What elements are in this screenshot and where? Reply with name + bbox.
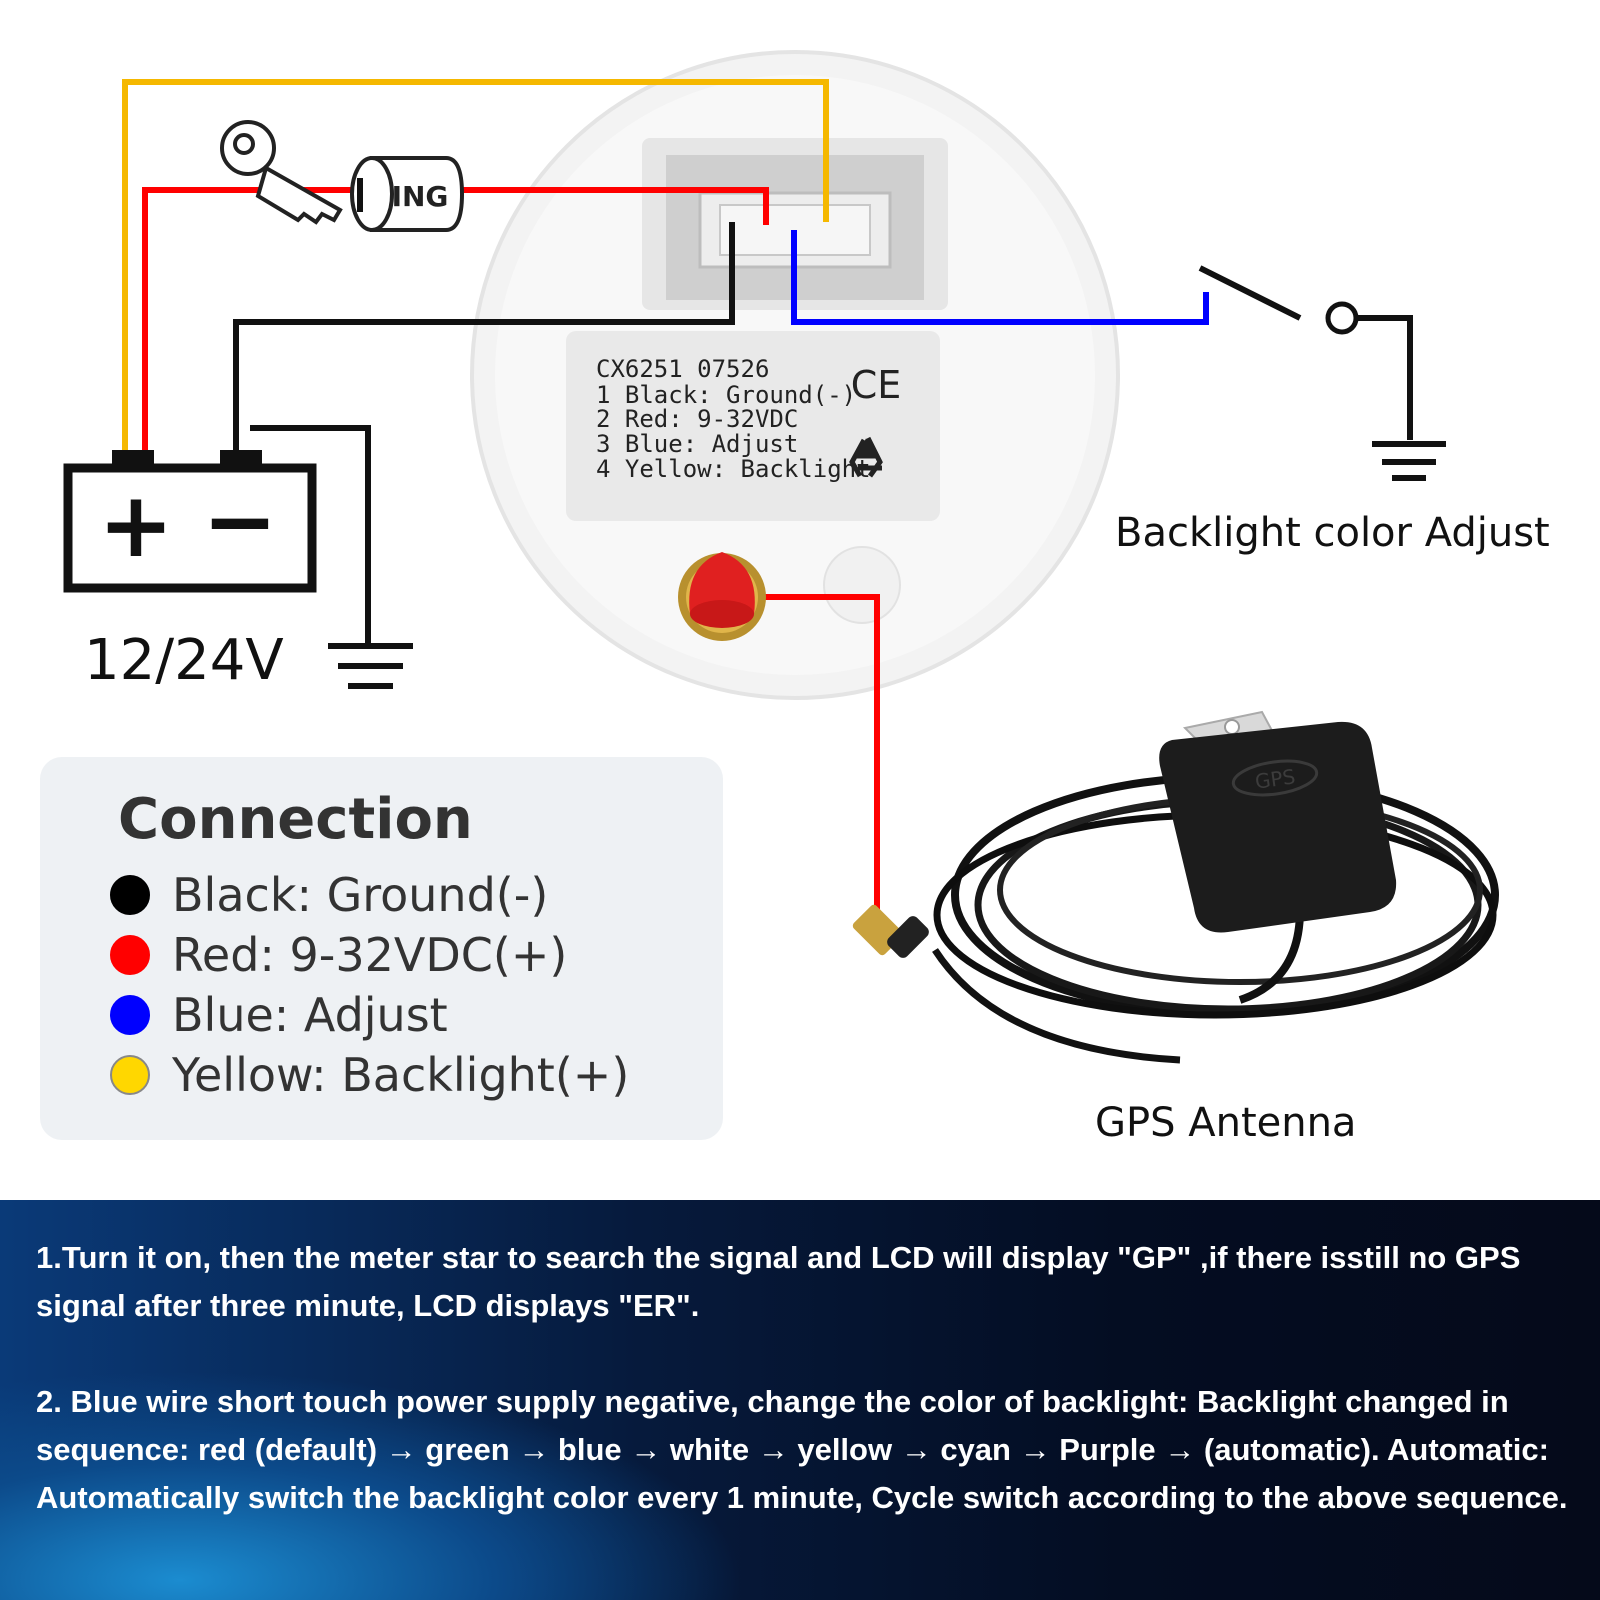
color-dot: [110, 935, 150, 975]
instruction-note: 1.Turn it on, then the meter star to sea…: [36, 1240, 1521, 1323]
antenna-port-icon: [678, 552, 766, 641]
device-label-line: 2 Red: 9-32VDC: [596, 405, 798, 433]
connection-item-text: Red: 9-32VDC(+): [172, 928, 568, 982]
gps-red-wire: [760, 594, 880, 915]
switch-ground-wire: [1346, 315, 1413, 440]
connection-item-text: Black: Ground(-): [172, 868, 549, 922]
connection-item-text: Yellow: Backlight(+): [172, 1048, 630, 1102]
gps-antenna-label: GPS Antenna: [1095, 1100, 1357, 1146]
connection-panel: Connection Black: Ground(-) Red: 9-32VDC…: [40, 757, 723, 1140]
battery-voltage-label: 12/24V: [84, 628, 284, 693]
device-label-line: 4 Yellow: Backlight: [596, 455, 871, 483]
connection-item: Black: Ground(-): [110, 867, 548, 923]
ground-wire: [250, 425, 371, 645]
ignition-switch-icon: ING: [350, 156, 465, 232]
yellow-wire: [122, 79, 829, 452]
color-dot: [110, 995, 150, 1035]
ground-symbol-switch: [1372, 441, 1446, 481]
gps-antenna-icon: GPS: [932, 710, 1499, 1064]
connection-item: Yellow: Backlight(+): [110, 1047, 629, 1103]
ignition-label: ING: [392, 180, 449, 213]
key-icon: [220, 120, 343, 225]
color-dot: [110, 1055, 150, 1095]
battery-icon: + −: [63, 450, 317, 593]
wiring-diagram: + − ING CX6251 07526 1 Black: Ground(-) …: [63, 50, 1499, 1064]
blue-wire: [791, 230, 1209, 325]
gps-module-text: GPS: [1254, 764, 1297, 793]
ce-mark: CE: [851, 363, 902, 407]
device-label-line: 1 Black: Ground(-): [596, 381, 856, 409]
device-label-line: CX6251 07526: [596, 355, 769, 383]
switch-icon: [1198, 265, 1359, 335]
connection-title: Connection: [118, 787, 473, 852]
recycle-icon: [849, 436, 883, 478]
black-wire: [233, 222, 735, 455]
ground-symbol-battery: [328, 643, 413, 689]
instruction-note: 2. Blue wire short touch power supply ne…: [36, 1384, 1568, 1515]
sma-connector-icon: [852, 904, 929, 958]
battery-minus: −: [202, 469, 277, 574]
red-wire-ignition: [456, 187, 769, 225]
color-dot: [110, 875, 150, 915]
connection-item: Red: 9-32VDC(+): [110, 927, 567, 983]
instructions-panel: 1.Turn it on, then the meter star to sea…: [0, 1200, 1600, 1600]
connection-item-text: Blue: Adjust: [172, 988, 448, 1042]
device-label-line: 3 Blue: Adjust: [596, 430, 798, 458]
backlight-adjust-label: Backlight color Adjust: [1115, 510, 1550, 556]
battery-plus: +: [98, 473, 173, 578]
connection-item: Blue: Adjust: [110, 987, 448, 1043]
device-label: CX6251 07526 1 Black: Ground(-) 2 Red: 9…: [566, 331, 940, 521]
